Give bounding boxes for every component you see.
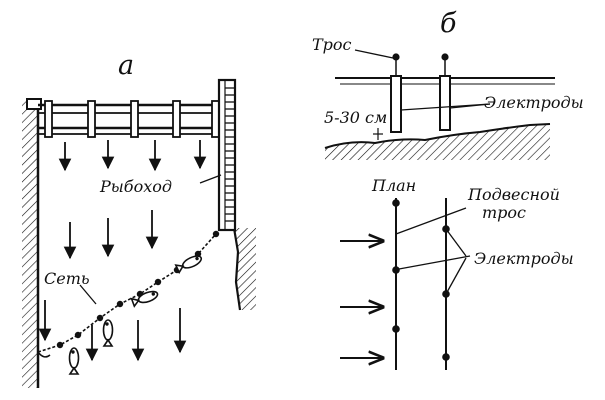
fishway-label: Рыбоход [99,177,172,196]
electrode-side-1 [390,53,402,133]
panel-b-letter: б [440,8,457,39]
panel-a: а [22,50,256,388]
fish-icon [102,319,114,347]
fishway-ladder [199,78,237,232]
net [37,230,220,358]
plan-flow-arrows [340,241,383,358]
plan-label: План [371,176,416,195]
panel-a-letter: а [118,50,134,81]
plan-view: План Подвесной трос Электроды [340,176,574,370]
barrier-posts [44,100,220,138]
net-leader-line [79,284,97,305]
riverbed [325,124,550,160]
fish-icon [130,290,159,308]
side-view: Трос Электроды 5-30 см [312,35,584,160]
panel-b: б Трос Электроды [312,8,584,370]
electrodes-label-plan: Электроды [474,249,574,268]
net-label: Сеть [44,269,90,288]
depth-label: 5-30 см [324,108,387,127]
left-bank [22,100,40,388]
right-bank [232,227,256,311]
fish-icon [68,347,80,375]
cable-label: Трос [312,35,352,54]
fish-icon [174,255,203,275]
electrode-side-2 [439,53,451,131]
net-floats [56,230,220,349]
fishway-leader-line [199,174,222,184]
suspension-cable-label-line1: Подвесной [467,185,560,204]
barrier-rail [26,98,220,138]
suspension-cable-label-line2: трос [482,203,526,222]
electrodes-label-side: Электроды [484,93,584,112]
flow-arrows [38,140,207,362]
electrode-nodes [392,199,450,361]
fish-group [68,255,203,375]
